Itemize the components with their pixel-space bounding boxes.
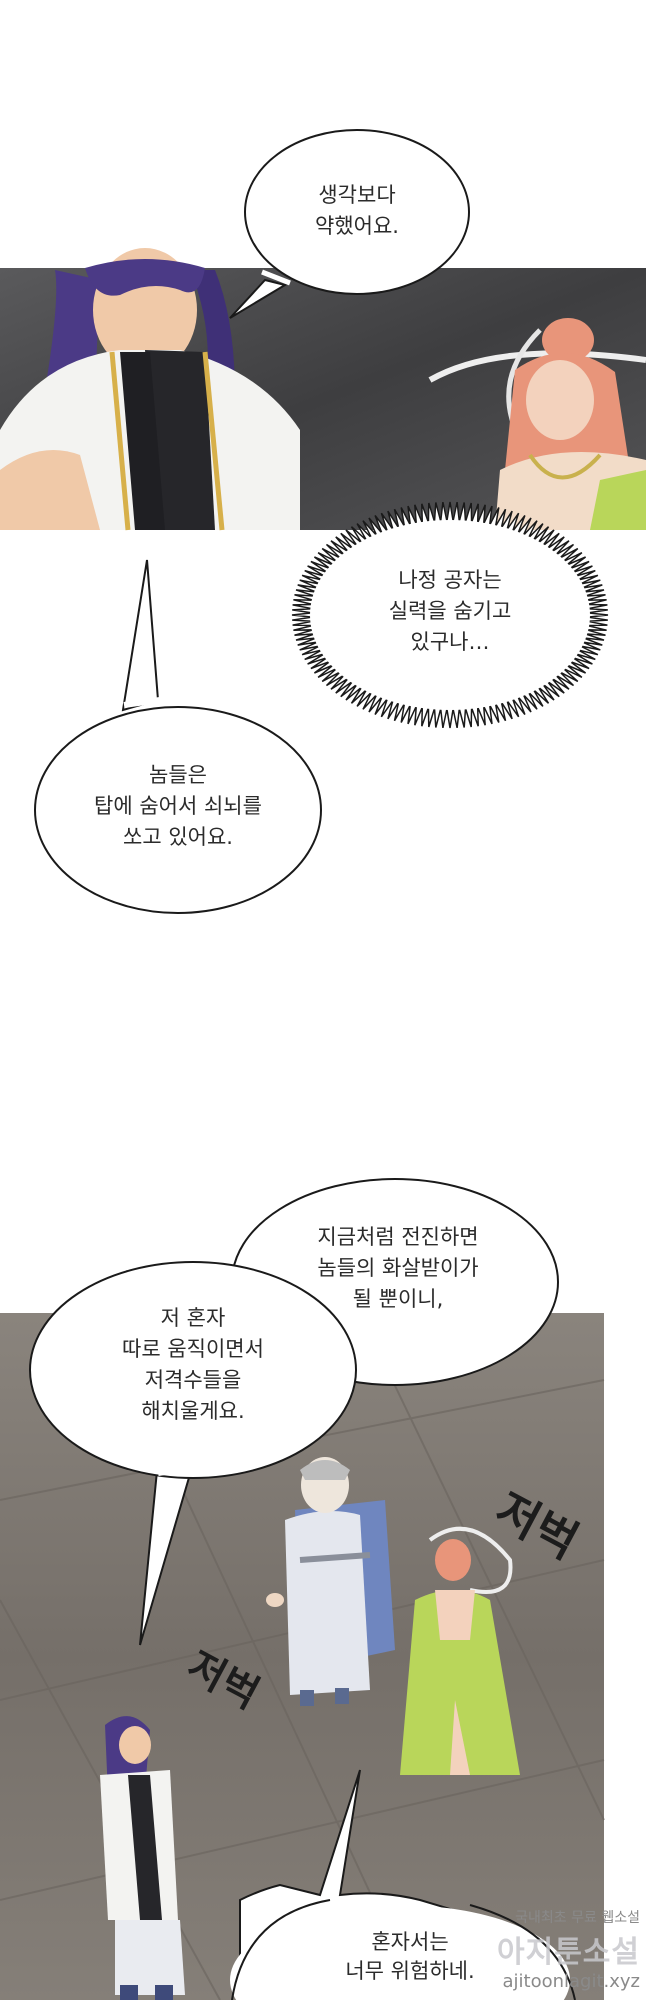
hero-small-character <box>100 1716 185 2000</box>
bubble-text-5: 저 혼자 따로 움직이면서 저격수들을 해치울게요. <box>122 1306 264 1423</box>
watermark-line-1: 국내최초 무료 웹소설 <box>515 1910 640 1926</box>
watermark: 국내최초 무료 웹소설 아지툰소설 ajitoonlagit.xyz <box>497 1907 640 1992</box>
lady-character <box>428 318 646 530</box>
hero-character <box>0 248 300 531</box>
bubble-text-2: 나정 공자는 실력을 숨기고 있구나… <box>388 568 512 654</box>
speech-bubble-5 <box>29 1261 357 1646</box>
bubble-text-3: 놈들은 탑에 숨어서 쇠뇌를 쏘고 있어요. <box>94 763 262 849</box>
elder-character <box>266 1457 395 1706</box>
bubble-text-1: 생각보다 약했어요. <box>315 183 399 238</box>
speech-bubble-1 <box>229 129 470 319</box>
bubble-text-4: 지금처럼 전진하면 놈들의 화살받이가 될 뿐이니, <box>317 1225 479 1311</box>
watermark-logo-text: 아지툰소설 <box>497 1935 640 1970</box>
lady-small-character <box>400 1526 520 1775</box>
panel-1 <box>0 248 646 531</box>
bubble-text-6: 혼자서는 너무 위험하네. <box>345 1930 475 1983</box>
speech-bubble-3 <box>34 559 322 914</box>
watermark-url: ajitoonlagit.xyz <box>502 1971 640 1992</box>
speech-bubble-6 <box>230 1769 576 2000</box>
thought-bubble-spiky <box>291 501 609 729</box>
